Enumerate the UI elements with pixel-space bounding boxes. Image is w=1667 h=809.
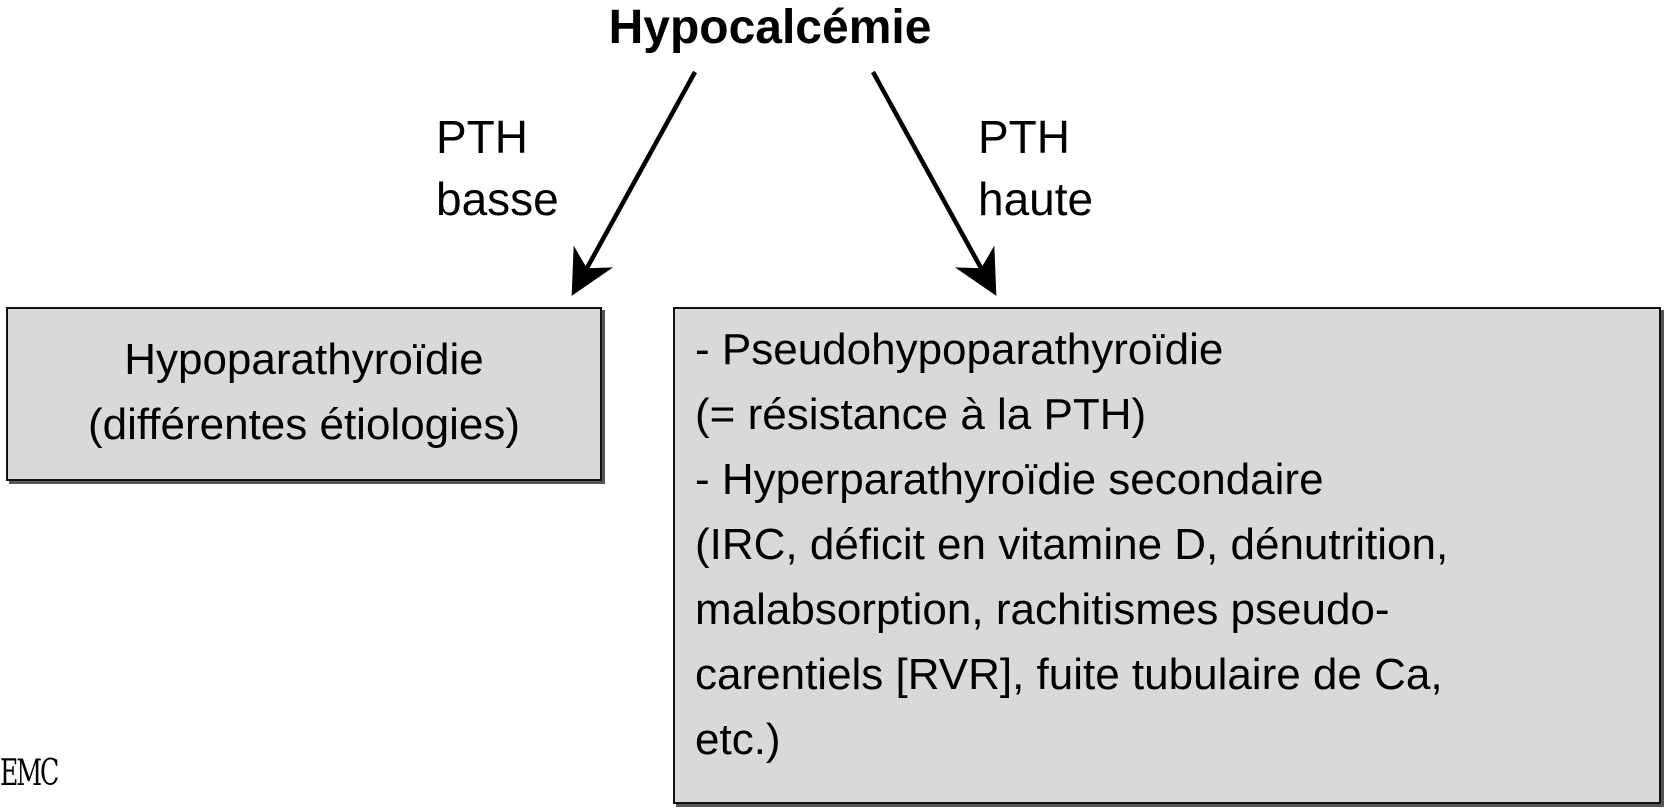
edge-label-low-line1: PTH — [436, 111, 528, 163]
emc-logo: EMC — [0, 753, 59, 794]
edge-label-high-line1: PTH — [978, 111, 1070, 163]
right-box-line: - Hyperparathyroïdie secondaire — [695, 455, 1324, 504]
left-box-line2: (différentes étiologies) — [87, 400, 521, 449]
right-box-line: - Pseudohypoparathyroïdie — [695, 325, 1224, 374]
edge-label-low-line2: basse — [436, 173, 559, 225]
high-pth-causes-box: - Pseudohypoparathyroïdie (= résistance … — [673, 307, 1661, 804]
right-box-line: (IRC, déficit en vitamine D, dénutrition… — [695, 520, 1449, 569]
edge-label-high-line2: haute — [978, 173, 1094, 225]
left-box-line1: Hypoparathyroïdie — [124, 335, 484, 384]
arrow-left — [571, 70, 697, 296]
right-box-line: etc.) — [695, 715, 781, 764]
right-box-line: malabsorption, rachitismes pseudo- — [695, 585, 1390, 634]
root-node-title: Hypocalcémie — [608, 1, 932, 54]
arrow-right — [871, 70, 997, 296]
edge-label-high-pth: PTH haute — [978, 106, 1093, 230]
hypoparathyroidism-box: Hypoparathyroïdie (différentes étiologie… — [6, 307, 602, 481]
right-box-line: (= résistance à la PTH) — [695, 390, 1147, 439]
edge-label-low-pth: PTH basse — [436, 106, 559, 230]
right-box-line: carentiels [RVR], fuite tubulaire de Ca, — [695, 650, 1443, 699]
